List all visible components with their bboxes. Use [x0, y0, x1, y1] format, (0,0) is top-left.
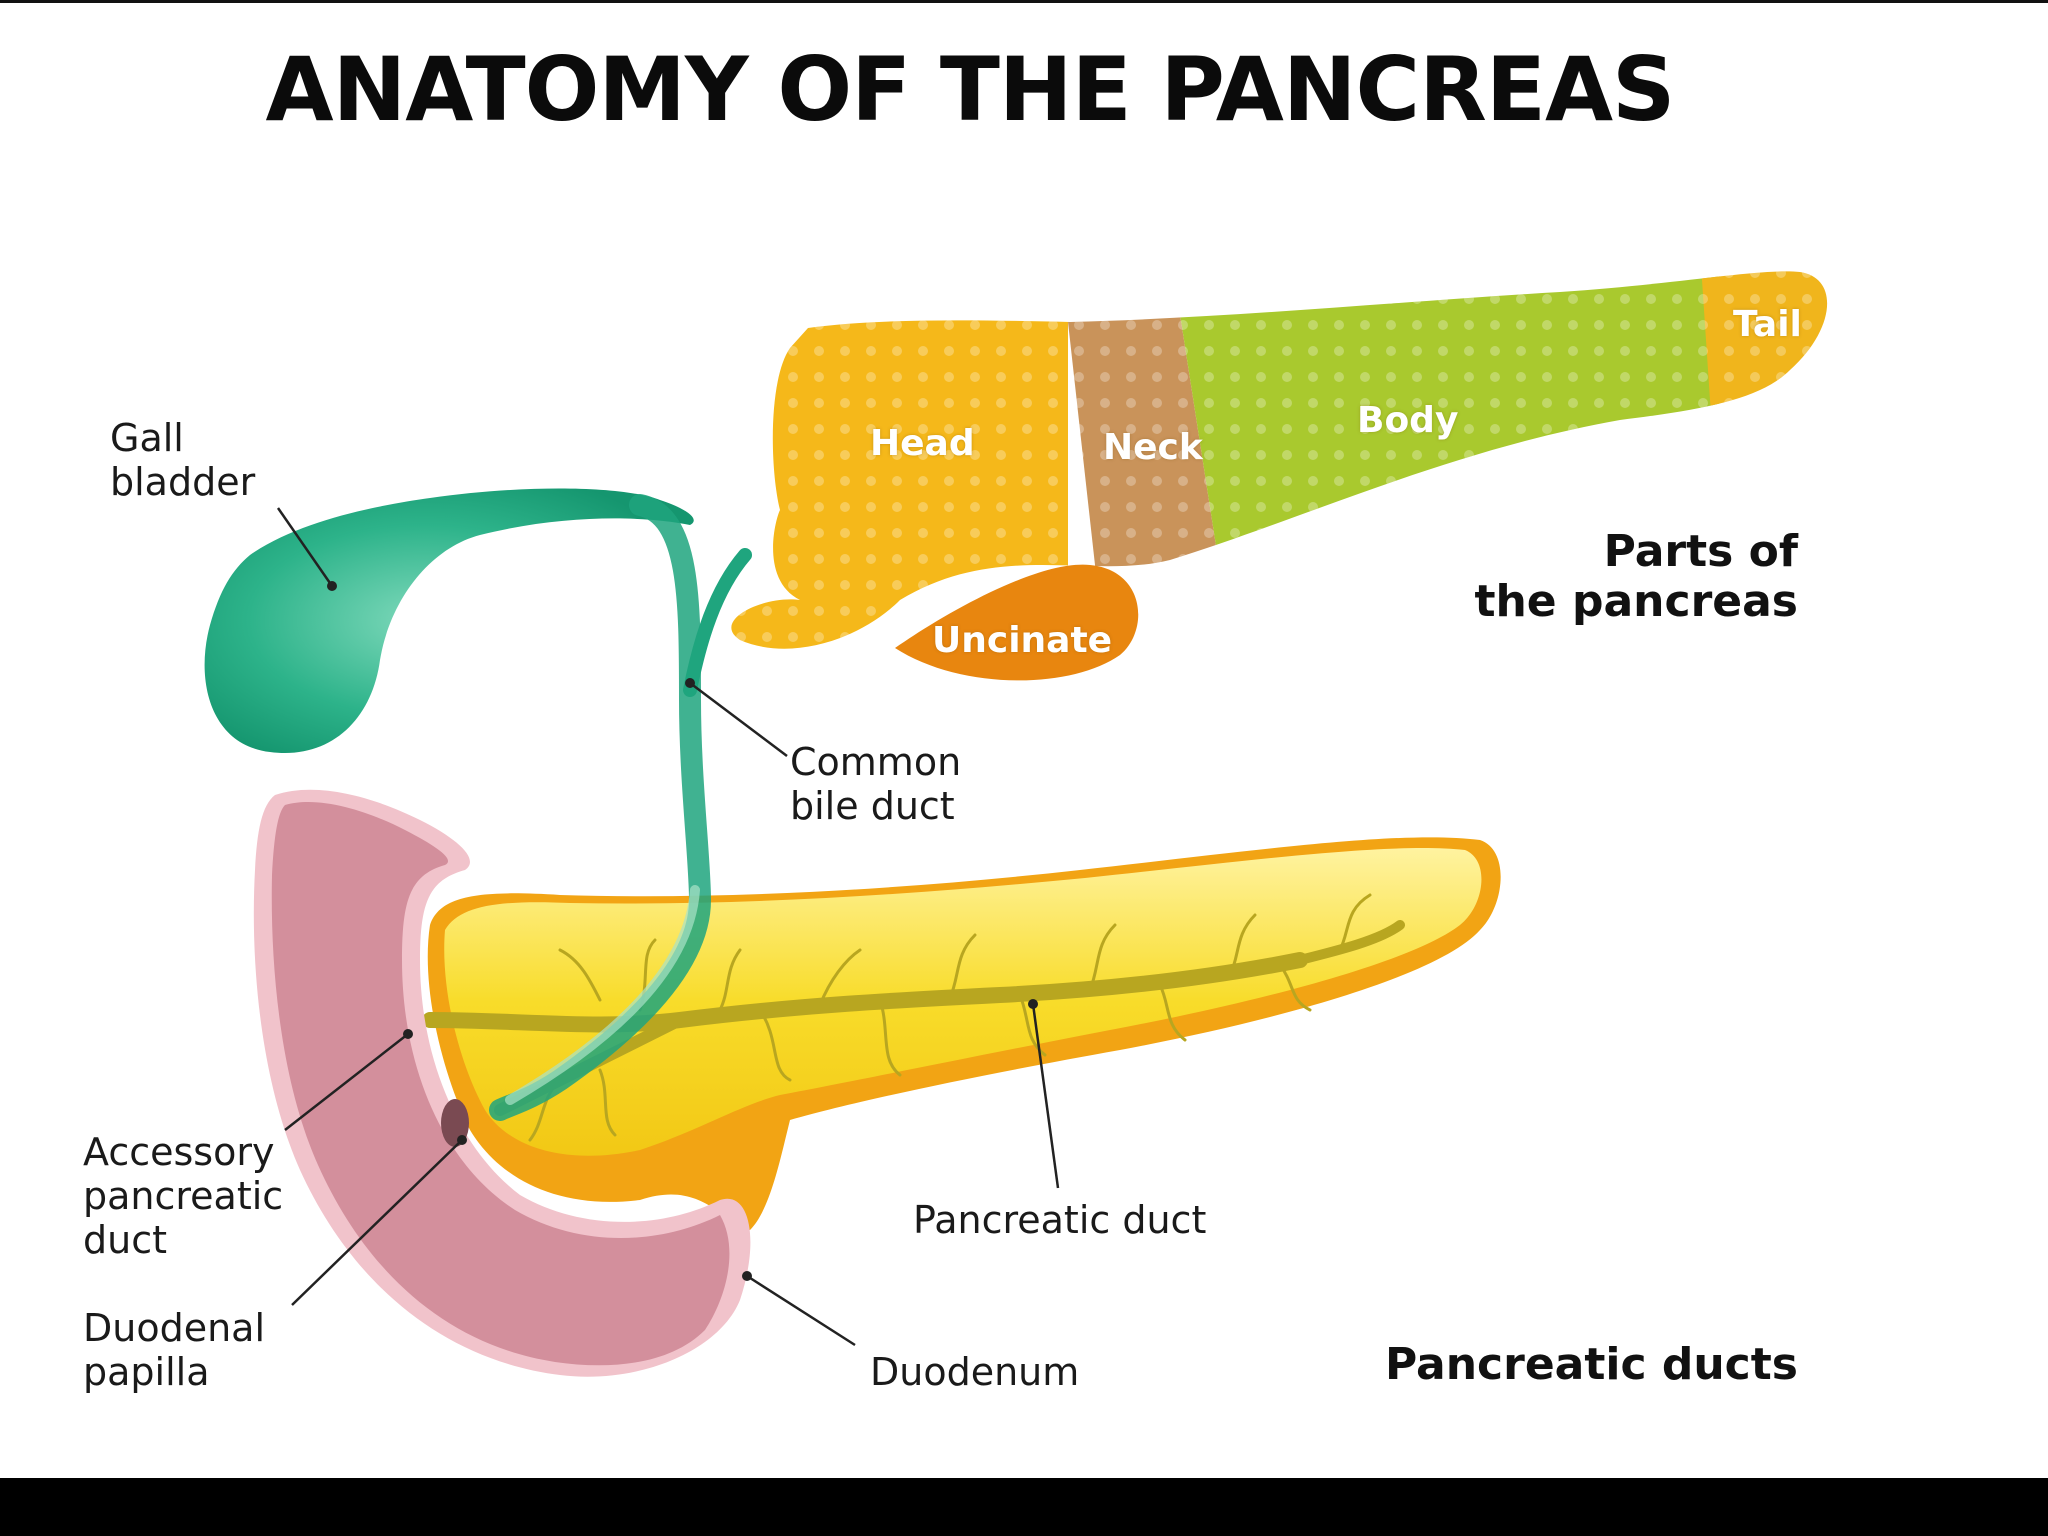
part-label-body: Body: [1357, 400, 1459, 441]
label-pancreatic-duct: Pancreatic duct: [913, 1198, 1207, 1242]
leader-lines: [276, 507, 1060, 1347]
label-common-bile-duct: Common bile duct: [790, 740, 962, 828]
diagram-page: ANATOMY OF THE PANCREAS Head Neck Body T…: [0, 0, 2048, 1478]
label-accessory-pancreatic-duct: Accessory pancreatic duct: [83, 1130, 284, 1262]
label-duodenum: Duodenum: [870, 1350, 1080, 1394]
gall-bladder-shape: [204, 488, 694, 754]
page-title: ANATOMY OF THE PANCREAS: [265, 38, 1676, 141]
uncinate-region: [895, 564, 1139, 681]
parts-section-heading: Parts of the pancreas: [1474, 526, 1798, 627]
leader-dots: [327, 581, 1038, 1281]
part-label-neck: Neck: [1103, 427, 1203, 468]
common-bile-duct-shape: [489, 494, 712, 1121]
bottom-black-bar: [0, 1478, 2048, 1536]
part-label-head: Head: [870, 423, 975, 464]
parts-pancreas-shape: [731, 271, 1828, 681]
label-duodenal-papilla: Duodenal papilla: [83, 1306, 266, 1394]
part-label-tail: Tail: [1733, 304, 1802, 345]
part-label-uncinate: Uncinate: [932, 620, 1113, 661]
ducts-section-heading: Pancreatic ducts: [1384, 1339, 1798, 1390]
top-border: [0, 0, 2048, 3]
label-gall-bladder: Gall bladder: [110, 416, 256, 504]
pancreas-illustration: [204, 271, 1828, 1377]
ducts-pancreas-shape: [422, 837, 1501, 1230]
